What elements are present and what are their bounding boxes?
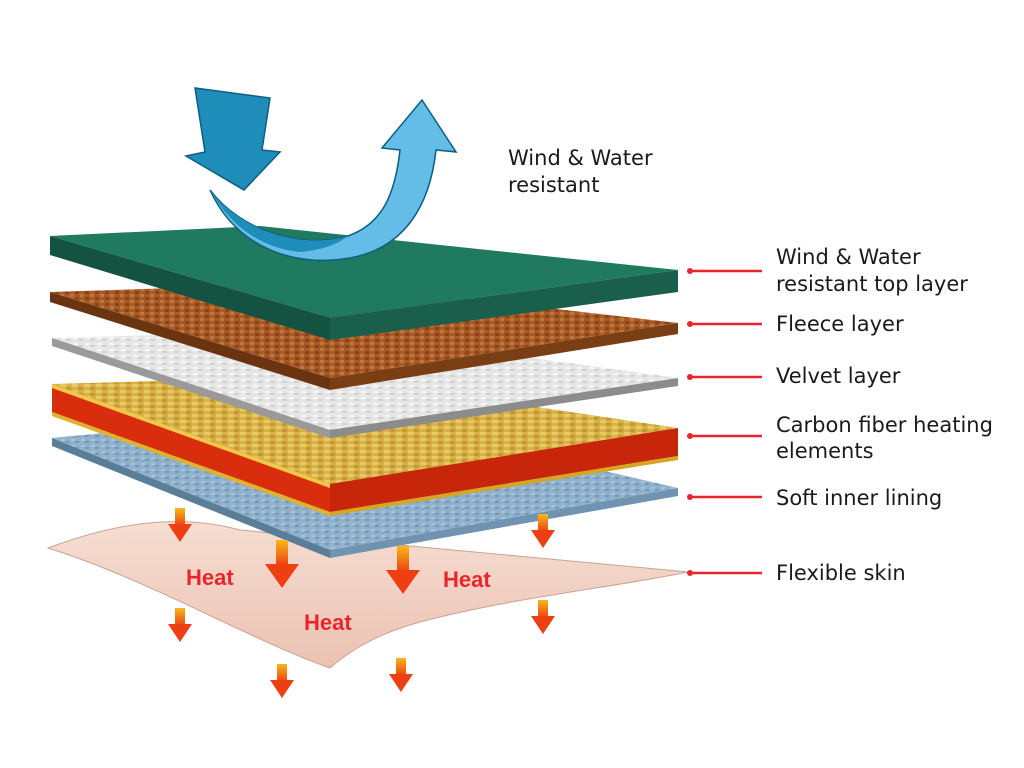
heat-arrow	[389, 658, 413, 692]
wind-water-top-layer	[50, 226, 678, 340]
label-lining: Soft inner lining	[776, 486, 942, 510]
heat-arrow	[270, 664, 294, 698]
label-velvet: Velvet layer	[776, 364, 901, 388]
label-carbon-line2: elements	[776, 439, 874, 463]
leader-line-carbon	[687, 433, 762, 439]
leader-line-skin	[687, 570, 762, 576]
heat-label-right: Heat	[443, 567, 491, 592]
heat-arrow	[531, 600, 555, 634]
label-fleece: Fleece layer	[776, 312, 904, 336]
curved-up-arrow-icon	[209, 98, 458, 262]
wind-water-callout-line1: Wind & Water	[508, 146, 653, 170]
leader-line-velvet	[687, 374, 762, 380]
leader-line-lining	[687, 494, 762, 500]
leader-line-fleece	[687, 321, 762, 327]
label-carbon-line1: Carbon fiber heating	[776, 413, 993, 437]
heat-arrow	[168, 608, 192, 642]
label-top-layer-line2: resistant top layer	[776, 272, 968, 296]
wind-water-callout-line2: resistant	[508, 173, 599, 197]
heat-label-left: Heat	[186, 565, 234, 590]
leader-line-top-layer	[687, 268, 762, 274]
down-arrow-icon	[183, 87, 282, 191]
heat-label-center: Heat	[304, 610, 352, 635]
label-skin: Flexible skin	[776, 561, 906, 585]
label-top-layer-line1: Wind & Water	[776, 245, 921, 269]
